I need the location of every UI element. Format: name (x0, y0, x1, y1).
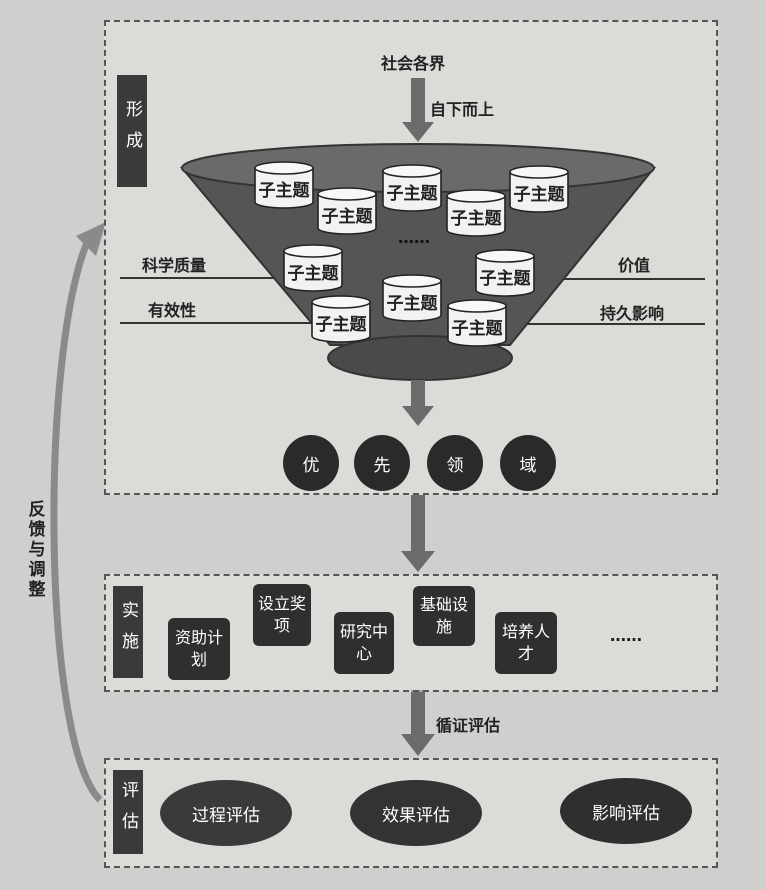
subtopic-label: 子主题 (513, 185, 565, 205)
top-source-label: 社会各界 (381, 54, 446, 73)
subtopic-cylinder (311, 295, 371, 343)
criteria-right-2: 持久影响 (600, 304, 665, 323)
impl-research-center: 研究中心 (334, 612, 394, 674)
priority-circle-2: 先 (354, 435, 410, 491)
subtopic-label: 子主题 (258, 181, 310, 201)
subtopic-cylinder (382, 164, 442, 212)
evaluation-tag: 评估 (113, 770, 143, 854)
top-arrow-label: 自下而上 (430, 100, 495, 119)
impl-ellipsis: …… (610, 626, 642, 645)
subtopic-label: 子主题 (386, 184, 438, 204)
subtopic-cylinder (254, 161, 314, 209)
impl-set-awards: 设立奖项 (253, 584, 311, 646)
priority-circle-4: 域 (500, 435, 556, 491)
priority-circle-3: 领 (427, 435, 483, 491)
criteria-right-1: 价值 (618, 256, 651, 275)
subtopic-label: 子主题 (451, 319, 503, 339)
eval-effect: 效果评估 (350, 780, 482, 846)
subtopic-cylinder (283, 244, 343, 292)
subtopic-ellipsis: …… (398, 228, 430, 247)
priority-circle-1: 优 (283, 435, 339, 491)
feedback-label: 反馈与调整 (26, 500, 48, 600)
subtopic-cylinder (509, 165, 569, 213)
subtopic-cylinder (475, 249, 535, 297)
subtopic-cylinder (382, 274, 442, 322)
impl-funding-plan: 资助计划 (168, 618, 230, 680)
subtopic-label: 子主题 (386, 294, 438, 314)
impl-infrastructure: 基础设施 (413, 586, 475, 646)
criteria-left-2: 有效性 (148, 301, 197, 320)
subtopic-label: 子主题 (315, 315, 367, 335)
evidence-label: 循证评估 (436, 716, 501, 735)
subtopic-label: 子主题 (321, 207, 373, 227)
criteria-left-1: 科学质量 (142, 256, 207, 275)
subtopic-cylinder (317, 187, 377, 235)
eval-impact: 影响评估 (560, 778, 692, 844)
implementation-tag: 实施 (113, 586, 143, 678)
formation-tag: 形成 (117, 75, 147, 187)
subtopic-label: 子主题 (450, 209, 502, 229)
subtopic-label: 子主题 (479, 269, 531, 289)
subtopic-label: 子主题 (287, 264, 339, 284)
subtopic-cylinder (447, 299, 507, 347)
eval-process: 过程评估 (160, 780, 292, 846)
impl-talent-cultivation: 培养人才 (495, 612, 557, 674)
subtopic-cylinder (446, 189, 506, 237)
